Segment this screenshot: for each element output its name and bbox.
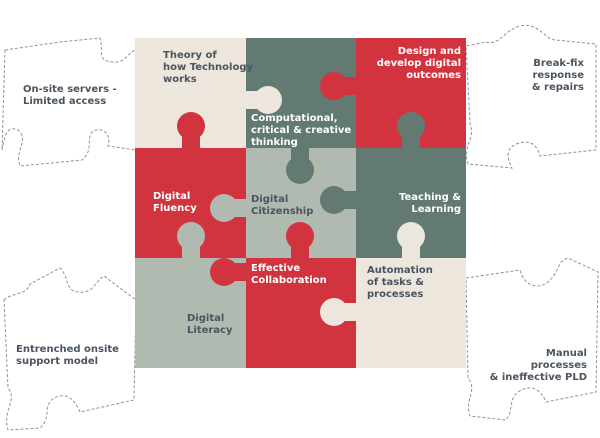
knob-design-into-computational <box>320 72 358 100</box>
knob-teaching-into-citizenship <box>320 186 358 214</box>
knob-theory-into-computational <box>246 86 282 114</box>
outer-piece-servers <box>1 37 141 167</box>
piece-label-automation: Automation of tasks & processes <box>367 265 433 300</box>
outer-piece-support <box>3 267 137 431</box>
piece-label-design: Design and develop digital outcomes <box>376 46 461 81</box>
piece-label-collaboration: Effective Collaboration <box>251 263 327 286</box>
knob-teaching-into-design <box>397 112 425 150</box>
outer-label-manual: Manual processes & ineffective PLD <box>489 348 587 383</box>
knob-literacy-into-fluency <box>177 222 205 260</box>
knob-collaboration-into-citizenship <box>286 222 314 260</box>
outer-label-support: Entrenched onsite support model <box>16 344 119 367</box>
knob-collaboration-into-literacy <box>210 258 248 286</box>
knob-automation-into-teaching <box>397 222 425 260</box>
knob-citizenship-into-fluency <box>210 194 248 222</box>
puzzle-piece-automation <box>356 258 466 368</box>
piece-label-literacy: Digital Literacy <box>187 313 233 336</box>
outer-label-servers: On-site servers - Limited access <box>23 84 117 107</box>
knob-computational-into-citizenship <box>286 148 314 184</box>
piece-label-computational: Computational, critical & creative think… <box>251 113 352 148</box>
piece-label-teaching: Teaching & Learning <box>399 192 461 215</box>
piece-label-citizenship: Digital Citizenship <box>251 194 314 217</box>
knob-fluency-into-theory <box>177 112 205 150</box>
outer-label-breakfix: Break-fix response & repairs <box>531 58 584 93</box>
outer-piece-manual <box>465 257 599 421</box>
piece-label-theory: Theory of how Technology works <box>163 50 253 85</box>
outer-piece-breakfix <box>465 24 597 169</box>
knob-automation-into-collaboration <box>320 298 358 326</box>
piece-label-fluency: Digital Fluency <box>153 191 197 214</box>
